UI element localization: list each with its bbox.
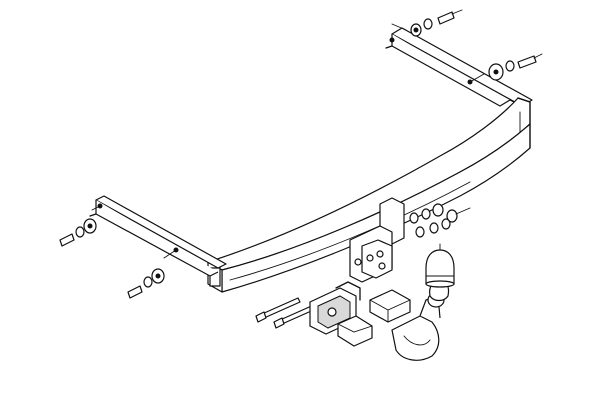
bracket-hole xyxy=(389,37,395,43)
plate-hole xyxy=(366,254,374,262)
left-mounting-bracket xyxy=(89,195,227,277)
left-lower-bolt-set xyxy=(127,268,165,299)
plate-hole xyxy=(376,250,384,258)
center-mounting-plate xyxy=(349,197,405,283)
clamp-block xyxy=(337,289,411,347)
center-bolts-and-washers xyxy=(409,203,471,238)
top-right-bolt-set xyxy=(410,9,463,37)
right-mounting-bracket xyxy=(385,23,533,112)
right-side-bolt-set xyxy=(488,53,543,81)
cross-beam xyxy=(207,97,531,293)
left-upper-bolt-set xyxy=(59,218,97,247)
plate-hole xyxy=(378,262,386,270)
tow-ball-cover xyxy=(425,243,455,288)
plate-hole xyxy=(354,258,362,266)
ball-mount-bolts xyxy=(255,297,319,329)
tow-ball-arm xyxy=(391,279,450,361)
beam-end-opening xyxy=(209,267,221,287)
